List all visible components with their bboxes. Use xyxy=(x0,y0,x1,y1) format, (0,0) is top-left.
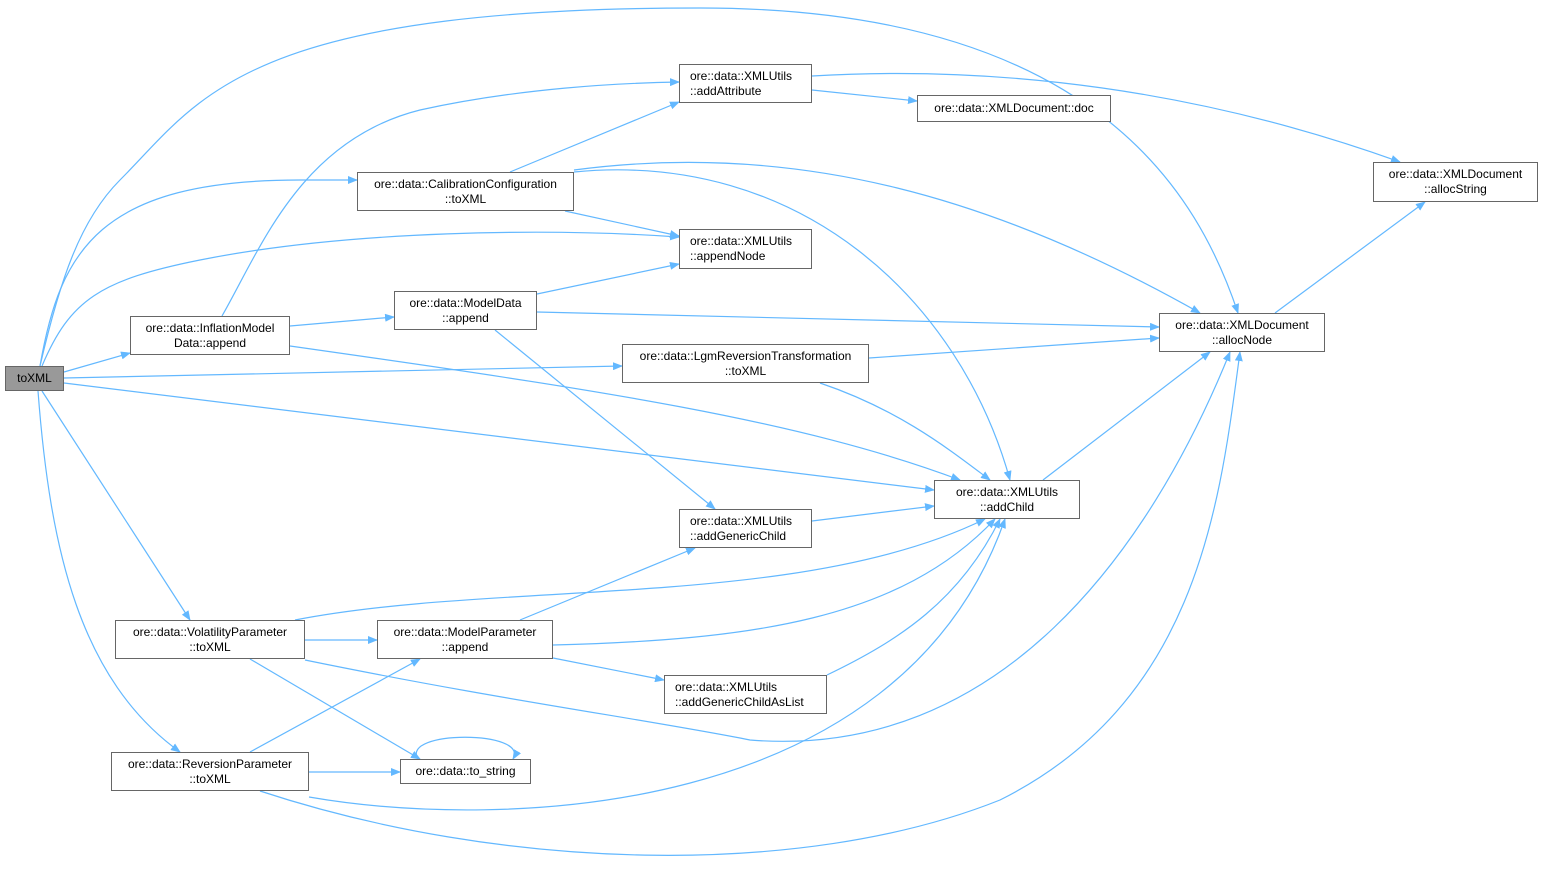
node-lgm-toxml[interactable]: ore::data::LgmReversionTransformation::t… xyxy=(622,344,869,383)
node-addgenericchild[interactable]: ore::data::XMLUtils::addGenericChild xyxy=(679,509,812,548)
edge-toxml-inflation xyxy=(63,351,131,373)
node-label: ore::data::XMLUtils xyxy=(690,68,793,83)
edge-modeldata-addgenericchild xyxy=(494,329,716,510)
node-label: ::appendNode xyxy=(690,249,766,263)
edge-addattribute-allocstring xyxy=(811,72,1401,163)
edge-toxml-calibration xyxy=(39,176,358,367)
node-label: ::allocString xyxy=(1424,182,1487,196)
node-to-string[interactable]: ore::data::to_string xyxy=(400,759,531,784)
edge-modelparameter-addgenericchild xyxy=(519,547,696,621)
edge-inflation-addchild xyxy=(289,345,961,481)
node-modeldata-append[interactable]: ore::data::ModelData::append xyxy=(394,291,537,330)
edge-toxml-allocnode xyxy=(39,7,1239,367)
node-label: ore::data::CalibrationConfiguration xyxy=(374,176,557,191)
node-label: ::append xyxy=(442,310,489,325)
node-label: ore::data::InflationModel xyxy=(145,320,275,335)
node-label: ::addAttribute xyxy=(690,83,762,98)
node-label: ore::data::ModelParameter xyxy=(393,624,537,639)
edge-addgenericchild-addchild xyxy=(811,503,935,522)
node-toxml[interactable]: toXML xyxy=(5,366,64,391)
edge-toxml-lgm xyxy=(63,362,623,379)
edge-volatility-allocnode xyxy=(304,351,1231,742)
node-label: ore::data::XMLDocument::doc xyxy=(934,101,1094,115)
edge-allocnode-allocstring xyxy=(1274,201,1426,314)
node-label: Data::append xyxy=(173,335,247,350)
edge-reversion-modelparameter xyxy=(249,658,421,753)
node-label: ore::data::XMLDocument xyxy=(1388,167,1523,181)
edge-reversion-allocnode xyxy=(259,351,1243,856)
node-label: ::addGenericChildAsList xyxy=(675,694,804,709)
edge-modelparameter-addchild xyxy=(552,518,996,646)
edge-modelparameter-addgenericchildaslist xyxy=(552,657,665,683)
node-label: ::toXML xyxy=(189,639,231,654)
edge-inflation-modeldata xyxy=(289,313,395,327)
edge-volatility-addchild xyxy=(294,518,986,621)
node-label: ::addChild xyxy=(979,499,1035,514)
edge-toxml-addchild xyxy=(63,382,935,493)
edge-toxml-volatility xyxy=(41,390,191,621)
node-label: ::addGenericChild xyxy=(690,528,787,543)
node-volatility-toxml[interactable]: ore::data::VolatilityParameter::toXML xyxy=(115,620,305,659)
edge-addattribute-doc xyxy=(811,89,918,105)
edge-calibration-allocnode xyxy=(573,161,1201,314)
edge-addchild-allocnode xyxy=(1042,351,1211,481)
edge-inflation-addattribute xyxy=(221,78,680,317)
edge-addgenericchildaslist-addchild xyxy=(826,518,1001,676)
node-label: ore::data::XMLDocument xyxy=(1175,317,1309,332)
node-addgenericchildaslist[interactable]: ore::data::XMLUtils::addGenericChildAsLi… xyxy=(664,675,827,714)
node-label: ore::data::XMLUtils xyxy=(690,513,793,528)
edge-calibration-addattribute xyxy=(509,101,680,173)
edge-toxml-reversion xyxy=(37,390,181,753)
edge-lgm-allocnode xyxy=(868,334,1160,359)
node-allocnode[interactable]: ore::data::XMLDocument::allocNode xyxy=(1159,313,1325,352)
edge-reversion-addchild xyxy=(308,518,1006,811)
edge-modeldata-appendnode xyxy=(536,261,680,295)
node-label: ore::data::to_string xyxy=(415,764,516,778)
edge-volatility-tostring xyxy=(249,658,421,760)
node-label: ore::data::XMLUtils xyxy=(690,234,793,248)
node-label: ::toXML xyxy=(724,363,767,378)
node-label: ::toXML xyxy=(189,771,231,786)
node-label: ore::data::LgmReversionTransformation xyxy=(639,348,852,363)
node-label: ore::data::VolatilityParameter xyxy=(132,624,288,639)
node-reversion-toxml[interactable]: ore::data::ReversionParameter::toXML xyxy=(111,752,309,791)
node-addchild[interactable]: ore::data::XMLUtils::addChild xyxy=(934,480,1080,519)
edge-toxml-appendnode xyxy=(41,231,680,367)
edge-lgm-addchild xyxy=(819,382,991,481)
node-calibration-toxml[interactable]: ore::data::CalibrationConfiguration::toX… xyxy=(357,172,574,211)
node-allocstring[interactable]: ore::data::XMLDocument::allocString xyxy=(1373,162,1538,202)
node-label: ore::data::ModelData xyxy=(409,295,522,310)
node-label: ::append xyxy=(441,639,489,654)
edge-tostring-self xyxy=(415,736,521,760)
edge-modeldata-allocnode xyxy=(536,311,1160,331)
node-label: ore::data::XMLUtils xyxy=(955,484,1059,499)
node-modelparameter-append[interactable]: ore::data::ModelParameter::append xyxy=(377,620,553,659)
node-addattribute[interactable]: ore::data::XMLUtils::addAttribute xyxy=(679,64,812,103)
edge-calibration-appendnode xyxy=(564,210,680,238)
node-label: toXML xyxy=(17,371,52,385)
edge-calibration-addchild xyxy=(573,169,1012,481)
node-doc[interactable]: ore::data::XMLDocument::doc xyxy=(917,95,1111,122)
node-label: ore::data::ReversionParameter xyxy=(127,756,293,771)
node-label: ::toXML xyxy=(444,191,487,206)
node-appendnode[interactable]: ore::data::XMLUtils::appendNode xyxy=(679,229,812,269)
node-label: ::allocNode xyxy=(1211,332,1273,347)
node-label: ore::data::XMLUtils xyxy=(675,679,778,694)
